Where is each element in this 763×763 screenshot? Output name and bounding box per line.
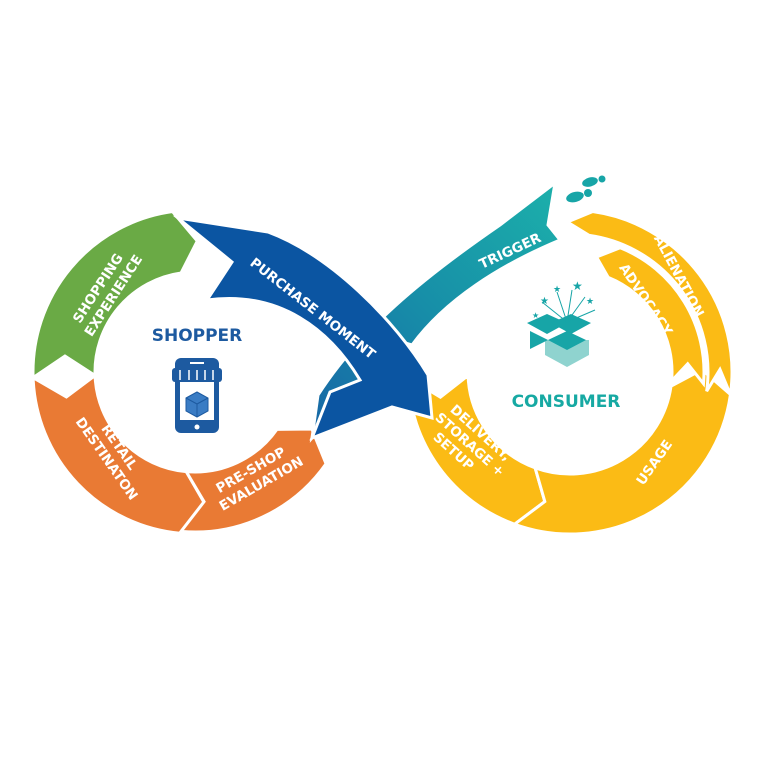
- svg-text:★: ★: [572, 279, 583, 293]
- band-pre-shop-evaluation: [178, 427, 328, 534]
- svg-text:★: ★: [532, 311, 539, 320]
- band-alienation: [564, 210, 734, 401]
- shopper-title: SHOPPER: [152, 326, 243, 346]
- band-advocacy: [594, 246, 706, 388]
- mobile-store-icon: [172, 358, 222, 433]
- band-shopping-experience: [31, 209, 200, 381]
- footprints-icon: [566, 175, 606, 203]
- band-purchase-moment: [172, 215, 434, 441]
- open-box-fireworks-icon: ★ ★ ★ ★ ★: [527, 279, 596, 367]
- svg-text:★: ★: [553, 285, 561, 295]
- svg-text:★: ★: [540, 296, 549, 307]
- consumer-title: CONSUMER: [512, 392, 621, 412]
- svg-text:★: ★: [586, 297, 594, 307]
